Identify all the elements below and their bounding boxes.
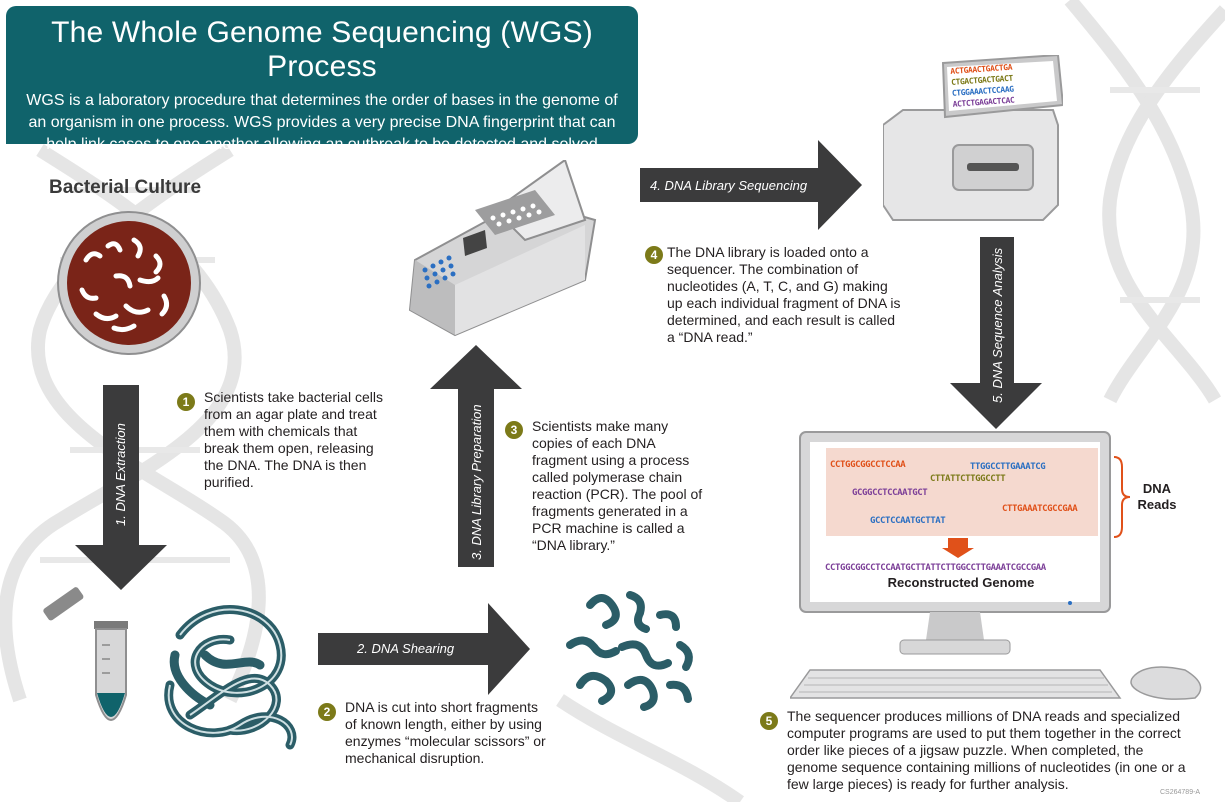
dna-fragments-icon [566,591,693,711]
step-1-badge: 1 [177,393,195,411]
shearing-arrow-label: 2. DNA Shearing [357,641,455,656]
bacterial-culture-title: Bacterial Culture [48,177,202,198]
extraction-arrow [75,385,167,590]
petri-dish-icon [57,211,201,355]
read-3: CTTATTCTTGGCCTT [930,474,1006,484]
read-2: TTGGCCTTGAAATCG [970,462,1046,472]
step-4-text: The DNA library is loaded onto a sequenc… [667,244,901,345]
computer-icon [790,431,1202,700]
read-1: CCTGGCGGCCTCCAA [830,460,906,470]
step-2-text: DNA is cut into short fragments of known… [345,699,546,766]
library-sequencing-arrow-label: 4. DNA Library Sequencing [650,178,808,193]
header-panel: The Whole Genome Sequencing (WGS) Proces… [6,6,638,175]
step-5-badge: 5 [760,712,778,730]
step-3-text: Scientists make many copies of each DNA … [532,418,703,553]
sequence-analysis-arrow [950,237,1042,429]
reads-bracket-icon [1113,456,1131,538]
library-sequencing-arrow [640,140,862,230]
step-4-badge: 4 [645,246,663,264]
library-preparation-arrow [430,345,522,567]
step-5-text: The sequencer produces millions of DNA r… [787,708,1186,792]
sequencer-icon [883,55,1063,221]
extraction-arrow-label: 1. DNA Extraction [113,423,128,526]
step-2-badge: 2 [318,703,336,721]
read-5: CTTGAAATCGCCGAA [1002,504,1078,514]
page-description: WGS is a laboratory procedure that deter… [26,92,618,175]
page-title: The Whole Genome Sequencing (WGS) Proces… [51,16,593,83]
dna-reads-label: DNA Reads [1137,481,1177,512]
dna-clump-icon [164,605,297,750]
read-4: GCGGCCTCCAATGCT [852,488,928,498]
step-3-badge: 3 [505,421,523,439]
test-tube-icon [43,587,128,721]
shearing-arrow [318,603,530,695]
sequencer-screen: ACTGAACTGACTGA CTGACTGACTGACT CTGGAAACTC… [950,62,1015,110]
step-1-text: Scientists take bacterial cells from an … [204,389,383,490]
read-6: GCCTCCAATGCTTAT [870,516,946,526]
reconstructed-genome-label: Reconstructed Genome [887,575,1035,590]
figure-id: CS264789-A [1160,789,1201,796]
reconstructed-sequence: CCTGGCGGCCTCCAATGCTTATTCTTGGCCTTGAAATCGC… [825,563,1046,573]
library-preparation-arrow-label: 3. DNA Library Preparation [469,404,484,560]
pcr-machine-icon [408,160,597,337]
sequence-analysis-arrow-label: 5. DNA Sequence Analysis [990,247,1005,403]
